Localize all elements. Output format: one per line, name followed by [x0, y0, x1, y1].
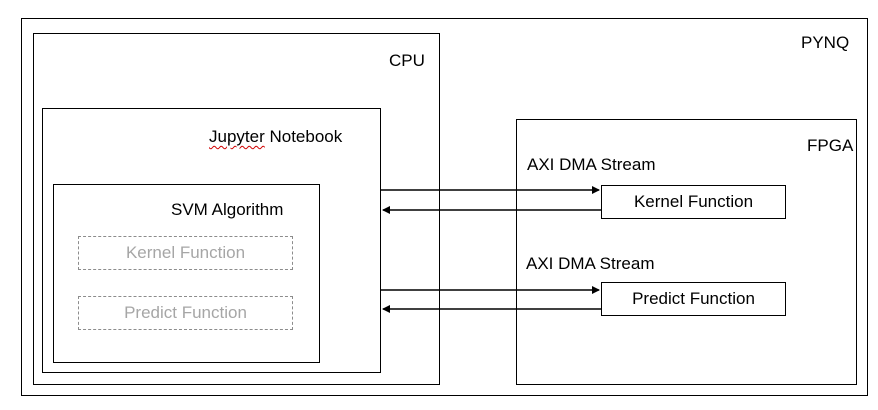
jupyter-word: Jupyter: [209, 127, 265, 146]
cpu-box: [33, 33, 440, 385]
jupyter-notebook-label: Jupyter Notebook: [209, 127, 342, 147]
svm-algorithm-label: SVM Algorithm: [171, 200, 284, 219]
svm-kernel-function-placeholder: Kernel Function: [78, 236, 293, 270]
fpga-label: FPGA: [807, 136, 854, 155]
svm-predict-function-placeholder: Predict Function: [78, 296, 293, 330]
fpga-predict-function-box: Predict Function: [601, 282, 786, 316]
axi-dma-stream-label-1: AXI DMA Stream: [527, 155, 656, 174]
pynq-label: PYNQ: [801, 33, 850, 52]
fpga-box: [516, 119, 857, 385]
svm-algorithm-box: [53, 184, 320, 363]
jupyter-notebook-box: [42, 108, 381, 373]
cpu-label: CPU: [389, 51, 425, 70]
pynq-frame: [21, 18, 868, 396]
notebook-word: Notebook: [264, 127, 343, 146]
axi-dma-stream-label-2: AXI DMA Stream: [526, 254, 655, 273]
fpga-kernel-function-box: Kernel Function: [601, 185, 786, 219]
